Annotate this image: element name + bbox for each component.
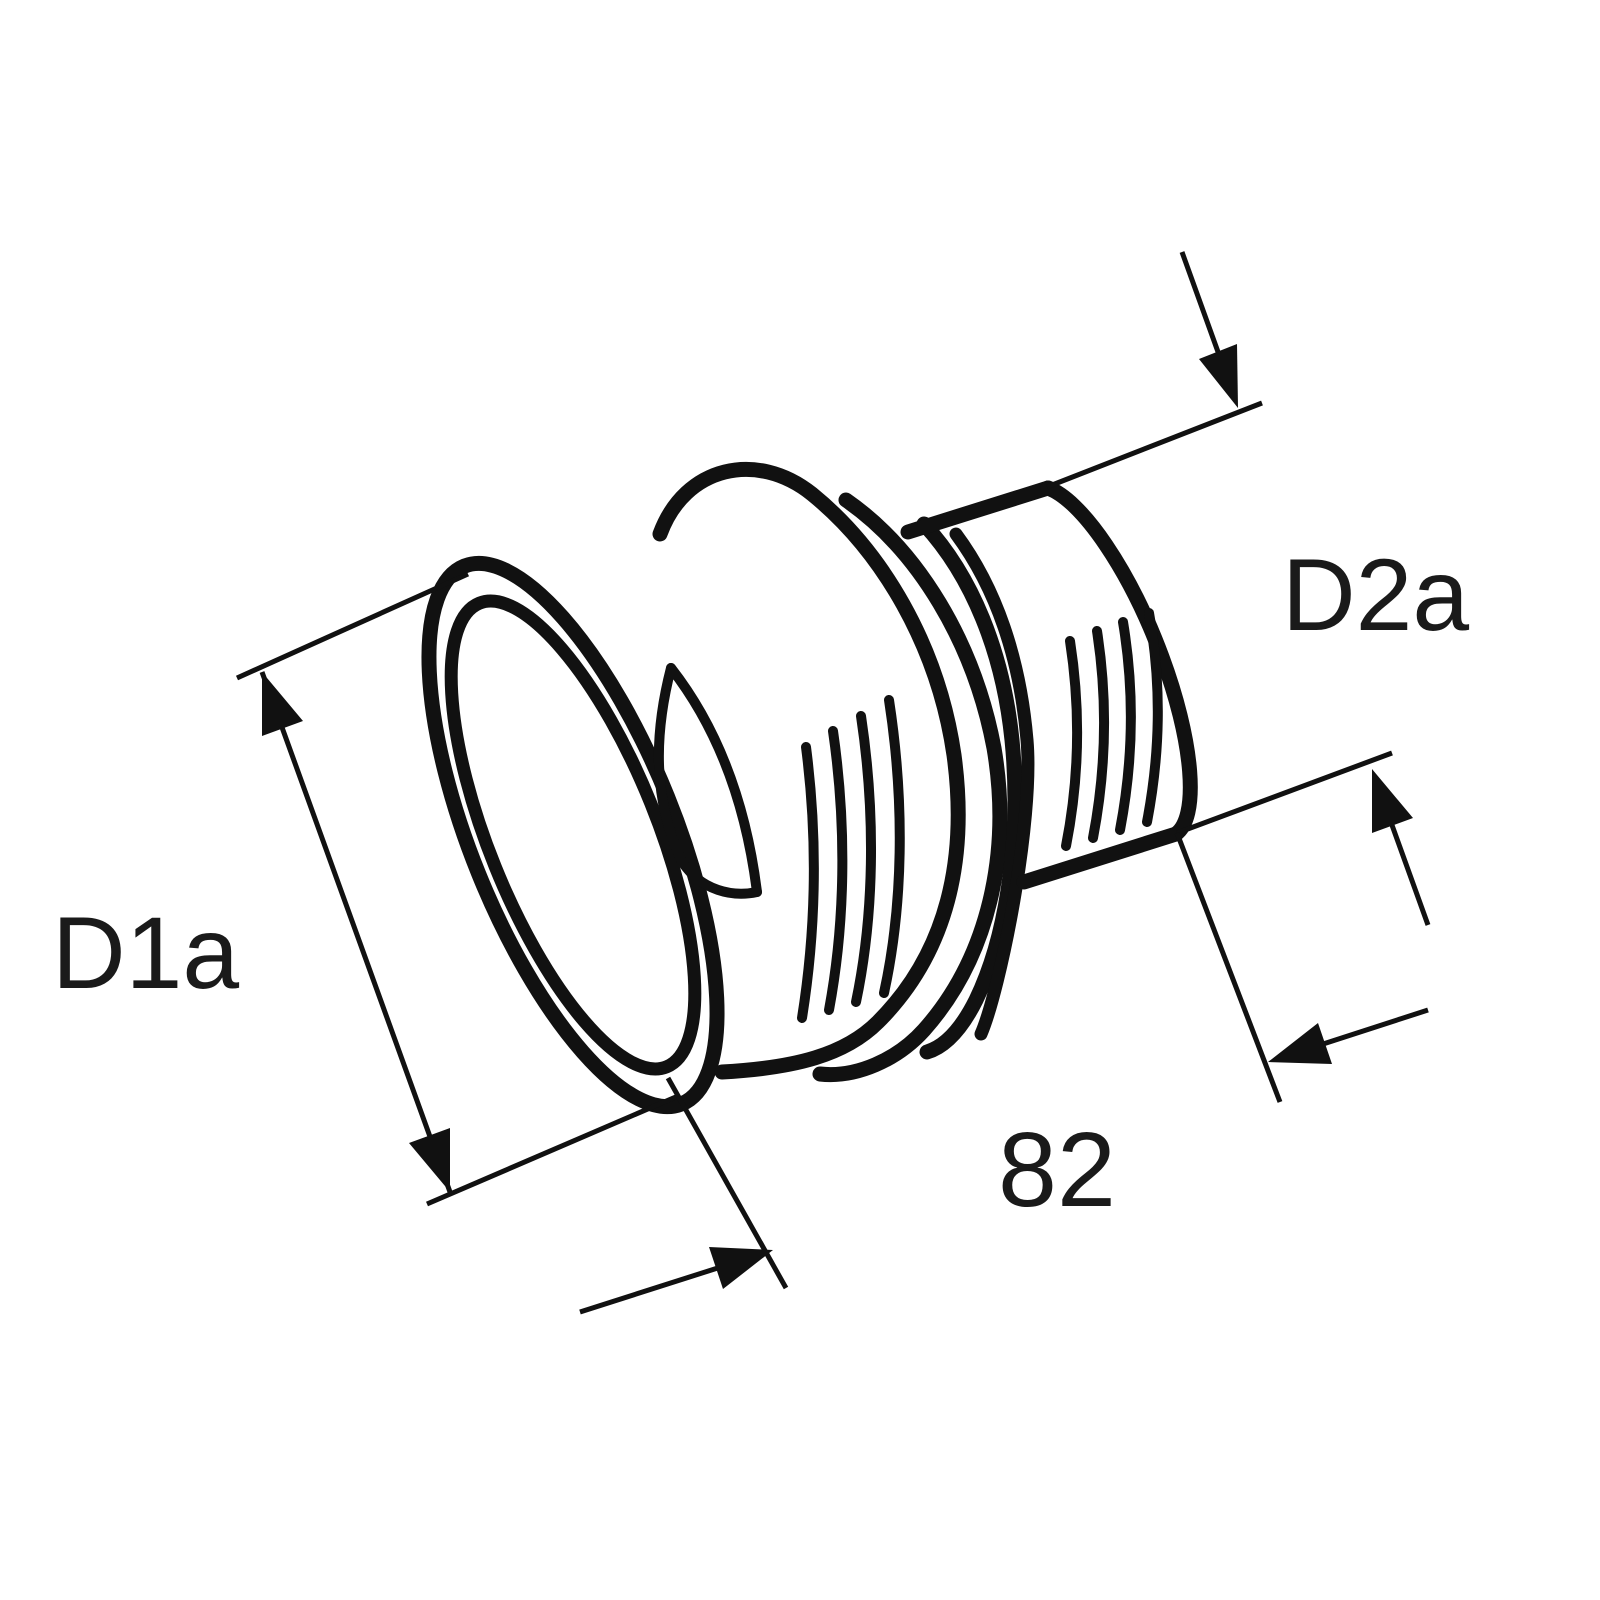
- part-outline: [421, 461, 1198, 1115]
- barrel-rib-2: [824, 726, 848, 1015]
- taper-end-rim-front: [916, 516, 1023, 1060]
- d2a-label: D2a: [1282, 538, 1469, 652]
- length-arrowhead-left: [709, 1247, 773, 1289]
- d2a-arrowhead-top: [1199, 344, 1238, 408]
- large-end-outer-rim: [421, 555, 725, 1115]
- d2a-extension-line-bottom: [1176, 750, 1393, 836]
- barrel-rib-3: [851, 711, 877, 1007]
- collar-front-edge: [652, 461, 966, 1080]
- pipe-rib-4: [1142, 608, 1163, 827]
- pipe-rib-2: [1088, 626, 1110, 843]
- d1a-label: D1a: [52, 896, 239, 1010]
- large-end-inner-rim: [444, 594, 702, 1076]
- taper-end-rim-back: [949, 527, 1035, 1041]
- collar-back-edge: [812, 492, 1008, 1083]
- length-arrow-shaft-right: [1319, 1007, 1429, 1048]
- length-label: 82: [998, 1111, 1116, 1229]
- barrel-rib-1: [797, 742, 819, 1023]
- d2a-arrow-shaft-bottom: [1385, 813, 1431, 926]
- pipe-rib-3: [1115, 617, 1136, 835]
- length-arrowhead-right: [1268, 1023, 1332, 1064]
- dimension-length-82: 82: [579, 832, 1429, 1315]
- d1a-dimension-line: [259, 671, 453, 1193]
- length-arrow-shaft-left: [579, 1263, 725, 1315]
- small-pipe-end-face-arc: [1040, 480, 1198, 842]
- bore-far-edge-left-arc: [653, 663, 762, 899]
- small-pipe-bottom-edge: [1016, 826, 1184, 890]
- d2a-arrow-shaft-top: [1179, 251, 1225, 364]
- d2a-arrowhead-bottom: [1372, 769, 1413, 833]
- bore-far-edge-right-arc: [666, 663, 762, 897]
- dimension-d2a: D2a: [1046, 251, 1469, 926]
- length-extension-line-right: [1174, 832, 1283, 1103]
- dimension-d1a: D1a: [52, 571, 679, 1207]
- pipe-rib-1: [1061, 636, 1083, 851]
- d1a-extension-line-top: [235, 571, 470, 681]
- d1a-arrowhead-bottom: [409, 1128, 450, 1192]
- d1a-arrowhead-top: [262, 672, 303, 736]
- d1a-extension-line-bottom: [426, 1093, 679, 1207]
- d2a-extension-line-top: [1046, 400, 1263, 490]
- barrel-rib-4: [879, 695, 905, 998]
- small-pipe-top-edge: [900, 480, 1056, 540]
